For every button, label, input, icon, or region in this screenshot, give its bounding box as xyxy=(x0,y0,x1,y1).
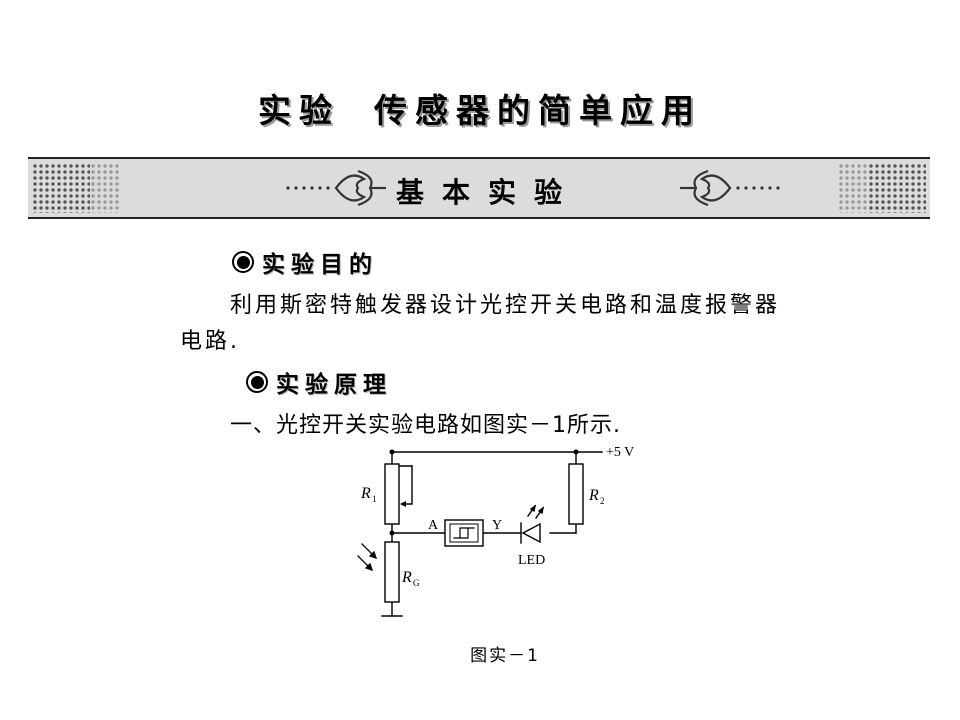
node-dot xyxy=(389,449,395,455)
input-a-label: A xyxy=(428,518,439,533)
resistor-r2 xyxy=(568,463,584,525)
schmitt-trigger-icon xyxy=(444,519,484,547)
led-icon xyxy=(520,504,545,544)
supply-label: +5 V xyxy=(606,445,634,460)
r2-label: R xyxy=(588,487,599,504)
banner-title: 基本实验 xyxy=(395,176,580,209)
ornament-left-icon xyxy=(286,169,386,207)
dot-pattern-left-fade xyxy=(90,163,120,213)
figure-caption: 图实－1 xyxy=(0,641,960,666)
dot-pattern-right-fade xyxy=(838,163,868,213)
led-label: LED xyxy=(518,553,545,568)
page-title: 实验传感器的简单应用 xyxy=(0,84,960,132)
bullet-icon xyxy=(232,251,254,273)
node-dot xyxy=(389,530,395,536)
title-part2: 传感器的简单应用 xyxy=(374,91,702,130)
dot-pattern-right xyxy=(868,163,926,213)
purpose-line-2: 电路. xyxy=(180,329,240,354)
figure-caption-text: 图实－1 xyxy=(470,646,540,666)
title-part1: 实验 xyxy=(258,91,340,130)
r2-subscript: 2 xyxy=(600,496,605,506)
node-dot xyxy=(573,449,579,455)
output-y-label: Y xyxy=(492,518,502,533)
purpose-line-1: 利用斯密特触发器设计光控开关电路和温度报警器 xyxy=(230,293,781,318)
r1-subscript: 1 xyxy=(372,494,377,504)
rg-label: R xyxy=(401,569,412,586)
light-arrows-icon xyxy=(357,543,378,572)
purpose-heading: 实验目的 xyxy=(232,245,378,279)
resistor-r1 xyxy=(384,463,400,525)
principle-line-1: 一、光控开关实验电路如图实－1所示. xyxy=(230,413,621,438)
r1-label: R xyxy=(360,485,371,502)
rg-subscript: G xyxy=(413,578,420,588)
resistor-rg xyxy=(384,541,400,603)
principle-heading: 实验原理 xyxy=(246,365,392,399)
ornament-right-icon xyxy=(680,169,780,207)
dot-pattern-left xyxy=(32,163,90,213)
wiper-arrow-icon xyxy=(400,501,406,507)
principle-heading-text: 实验原理 xyxy=(276,372,392,398)
purpose-heading-text: 实验目的 xyxy=(262,252,378,278)
section-banner: 基本实验 xyxy=(28,157,930,219)
bullet-icon xyxy=(246,371,268,393)
circuit-diagram: +5 V R 1 R 2 R G A Y LED xyxy=(357,445,634,617)
